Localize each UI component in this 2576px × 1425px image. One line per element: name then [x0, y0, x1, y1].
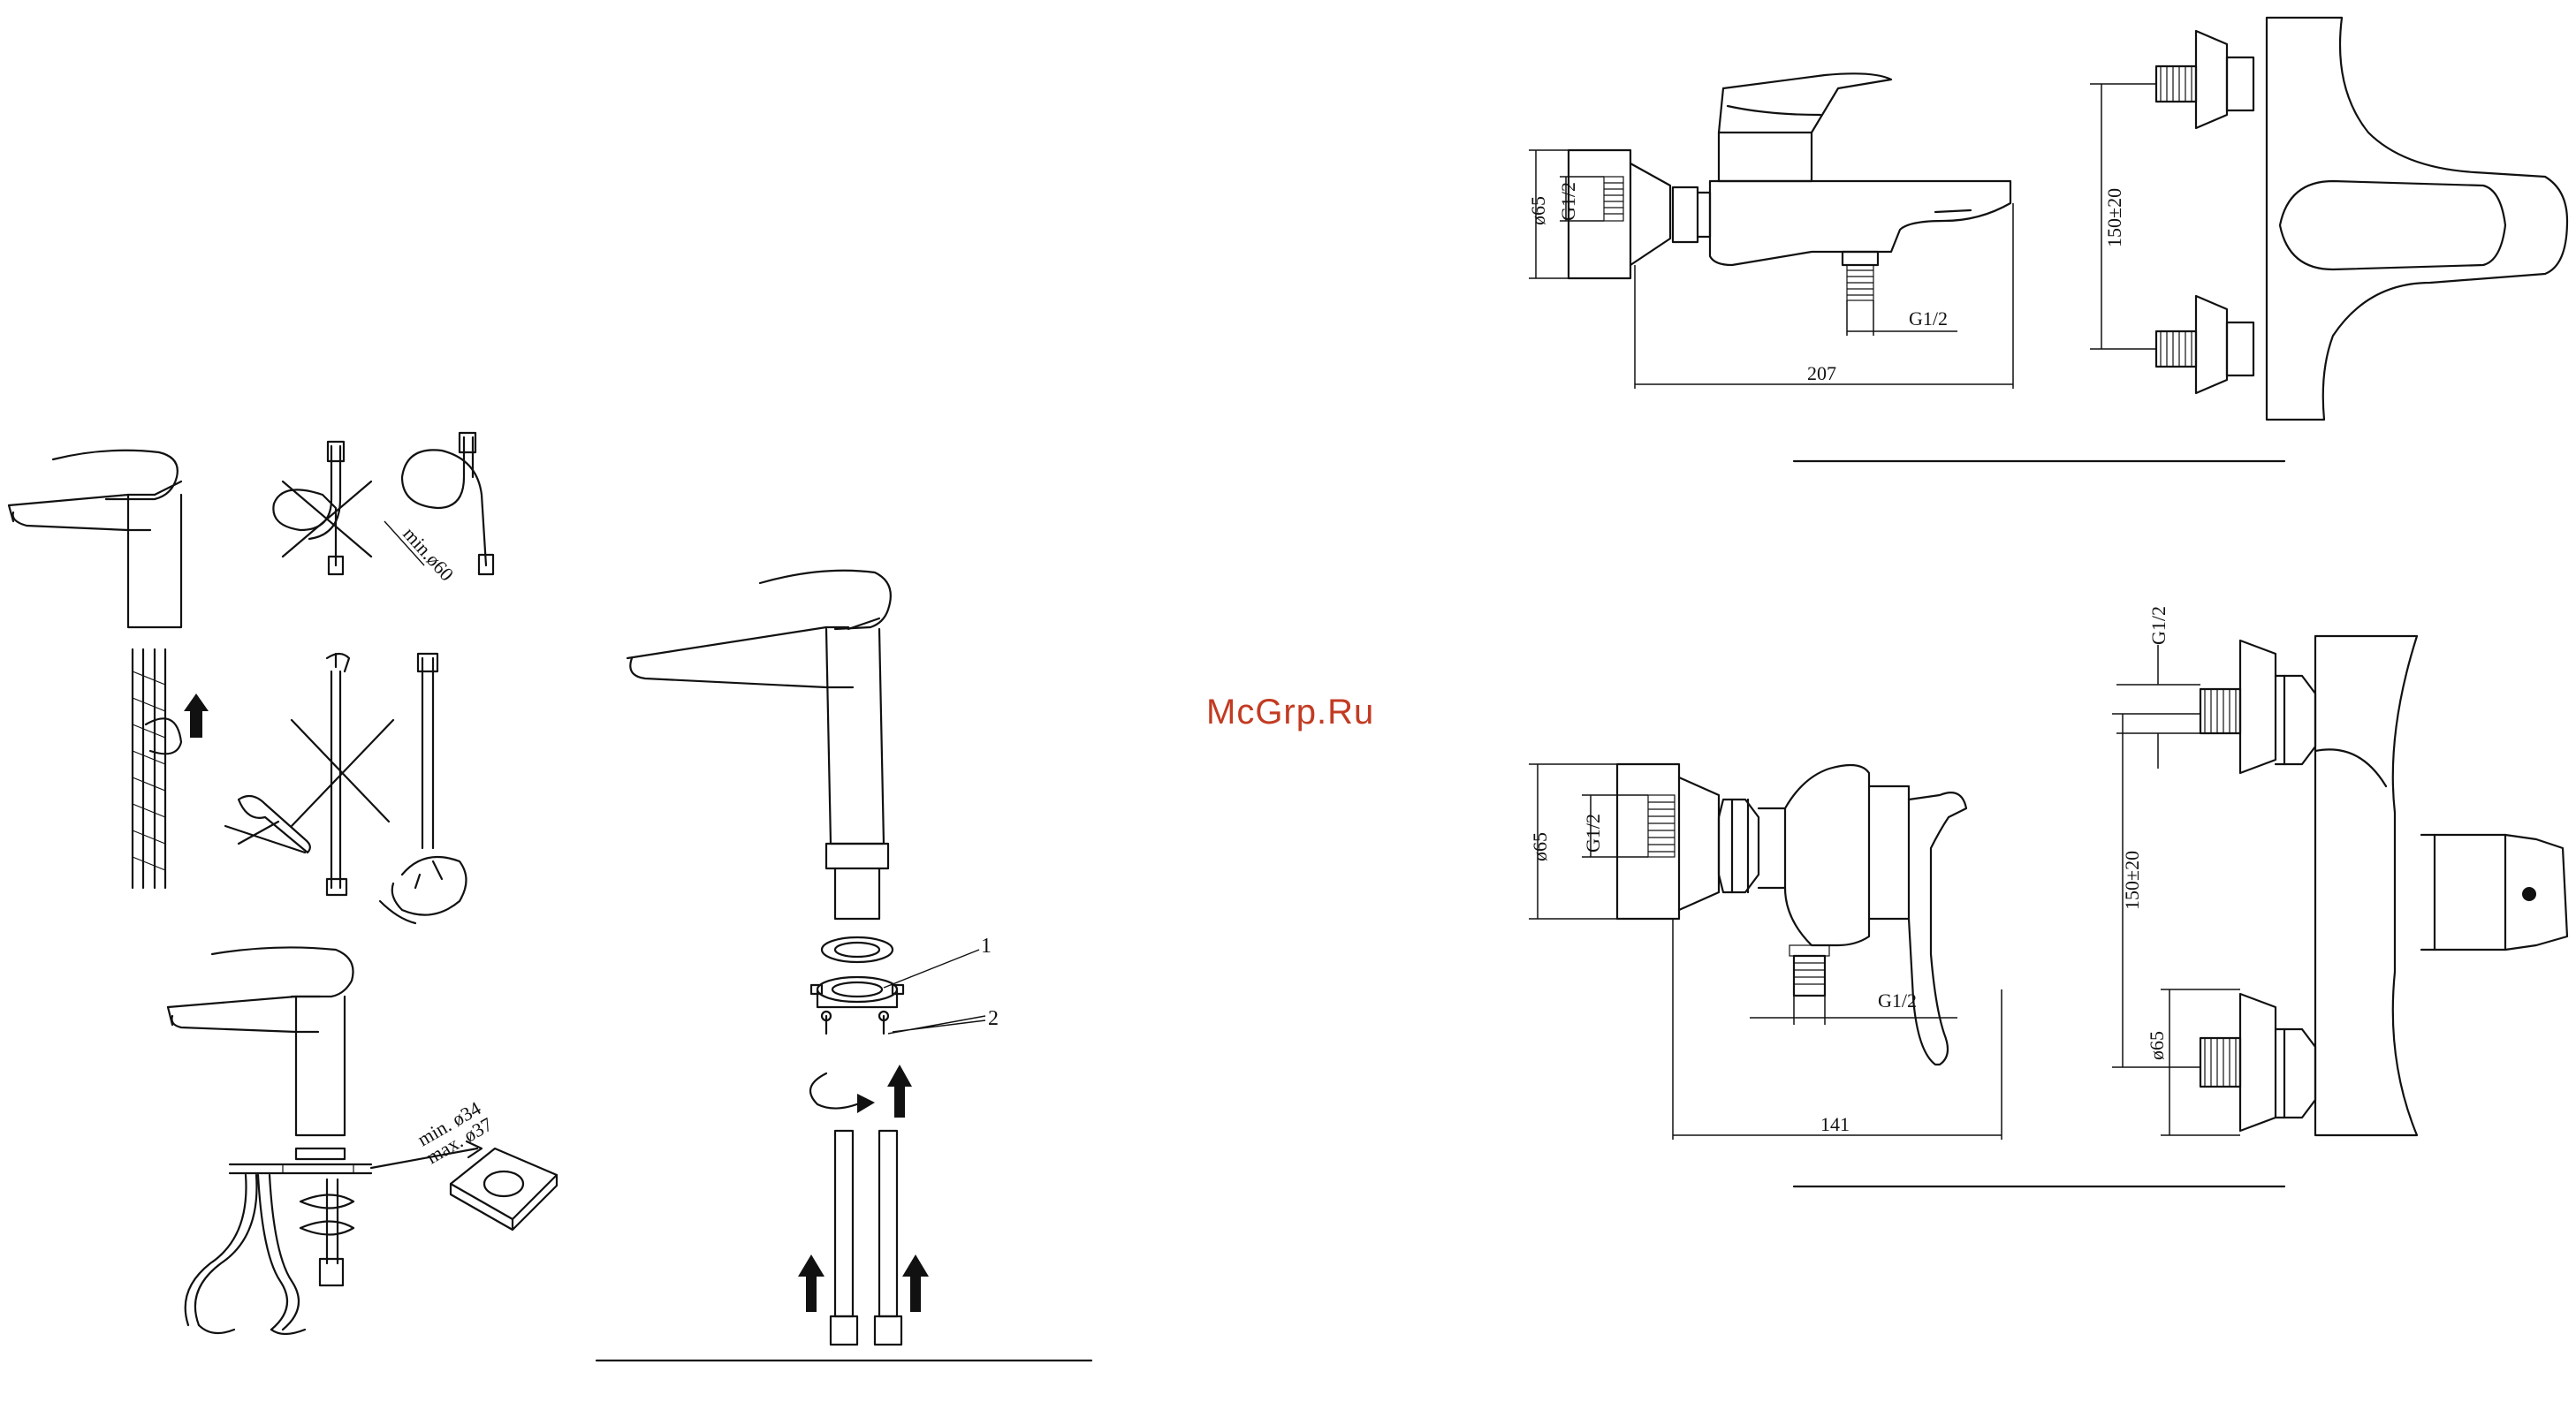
bath-outlet-thread-label: G1/2: [1909, 307, 1948, 330]
wrench-icon: [224, 794, 311, 854]
bath-length-label: 207: [1807, 362, 1836, 384]
supply-hoses: [829, 1129, 903, 1346]
svg-text:2: 2: [988, 1007, 999, 1030]
callout-2: 2: [887, 1007, 999, 1035]
min-radius-label: min.ø60: [399, 523, 458, 586]
tall-basin-faucet: [626, 569, 892, 921]
shower-side-thread-label: G1/2: [2147, 606, 2169, 645]
callout-1: 1: [883, 935, 992, 989]
bath-mixer-dimensions: ø65 G1/2 G1/2 207: [1527, 149, 2014, 389]
hose-loop-min-radius: min.ø60: [384, 431, 495, 586]
shower-mixer-top-view: [2199, 634, 2569, 1137]
shower-inlet-thread-label: G1/2: [1582, 814, 1604, 853]
rubber-gasket: [820, 936, 894, 964]
bath-mixer-top-view: [2154, 16, 2569, 421]
hoses-twist: [131, 648, 183, 890]
hose-bend-crossed: [272, 440, 373, 576]
arrow-up-icon: [184, 694, 209, 738]
mounting-hole-plate: min. ø34 max. ø37: [369, 1097, 559, 1232]
shower-mixer-dimensions: ø65 G1/2 G1/2 141: [1529, 763, 2002, 1140]
shower-outlet-thread-label: G1/2: [1878, 989, 1917, 1012]
shower-diameter-label: ø65: [1529, 832, 1551, 861]
bath-inlet-thread-label: G1/2: [1557, 182, 1579, 221]
watermark: McGrp.Ru: [1206, 693, 1375, 731]
basin-faucet-side-view: [7, 449, 183, 629]
shower-centers-label: 150±20: [2121, 851, 2143, 910]
shower-length-label: 141: [1820, 1113, 1850, 1135]
basin-faucet-mount-view: [166, 946, 373, 1336]
hose-with-hand: [391, 652, 467, 916]
bath-centers-label: 150±20: [2103, 188, 2125, 247]
bath-mixer-front-view: [1567, 72, 2012, 301]
shower-mixer-front-view: [1615, 762, 1968, 1066]
svg-text:1: 1: [981, 935, 992, 958]
arrow-up-icon: [887, 1065, 912, 1118]
mounting-ring: [809, 975, 905, 1035]
bath-diameter-label: ø65: [1527, 196, 1549, 225]
hose-wrench-crossed: [290, 652, 395, 897]
shower-mixer-side-dims: G1/2 150±20 ø65: [2112, 606, 2240, 1136]
rotate-arrow-icon: [809, 1072, 875, 1113]
bath-mixer-centers-dim: 150±20: [2090, 83, 2156, 350]
arrow-up-icon: [798, 1254, 929, 1312]
shower-side-diameter-label: ø65: [2146, 1031, 2168, 1060]
hand-icon: [378, 899, 417, 925]
